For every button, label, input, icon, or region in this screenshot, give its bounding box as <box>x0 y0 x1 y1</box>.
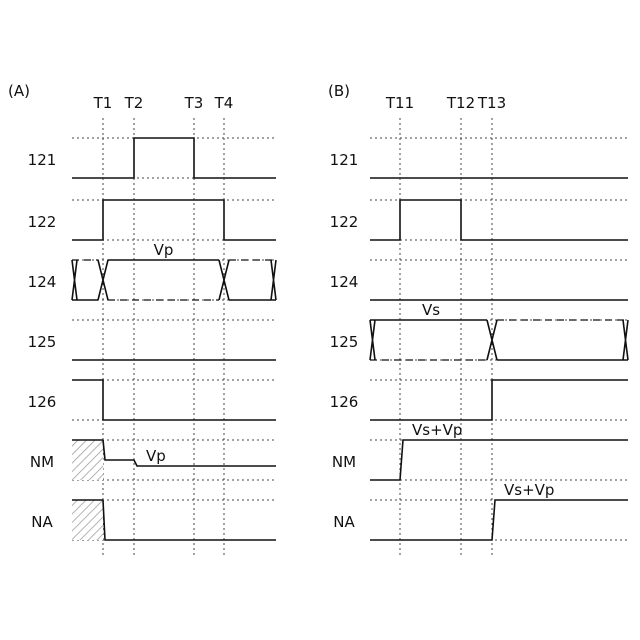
signal-label: 126 <box>330 393 359 411</box>
signal-label: 125 <box>28 333 57 351</box>
panel-label: (A) <box>8 82 30 100</box>
panel-a: (A)T1T2T3T4121122124Vp125126NMVpNA <box>8 82 276 556</box>
signal-label: 124 <box>28 273 57 291</box>
signal-label: 124 <box>330 273 359 291</box>
analog-waveform <box>370 500 628 540</box>
time-label-t4: T4 <box>214 94 234 112</box>
signal-label: 122 <box>28 213 57 231</box>
time-label-t1: T1 <box>93 94 113 112</box>
signal-row-125: 125 <box>28 320 276 360</box>
voltage-label: Vs+Vp <box>504 481 554 499</box>
signal-row-121: 121 <box>28 138 276 178</box>
bus-crossover <box>72 260 77 300</box>
time-label-t3: T3 <box>184 94 204 112</box>
signal-row-122: 122 <box>330 200 628 240</box>
signal-row-121: 121 <box>330 138 628 178</box>
time-label-t13: T13 <box>477 94 506 112</box>
signal-waveform <box>72 200 276 240</box>
signal-row-124: 124 Vp <box>28 241 276 300</box>
voltage-label: Vs+Vp <box>412 421 462 439</box>
voltage-label: Vp <box>146 447 166 465</box>
panel-b: (B) T11 T12T13 121 122 124 125 Vs 126NM Vs+VpNA Vs… <box>328 82 628 556</box>
panel-label: (B) <box>328 82 350 100</box>
analog-waveform <box>370 440 628 480</box>
signal-label: 121 <box>28 151 57 169</box>
time-label-t2: T2 <box>124 94 144 112</box>
signal-row-124: 124 <box>330 260 628 300</box>
analog-waveform <box>103 440 276 466</box>
signal-label: NA <box>31 513 53 531</box>
signal-row-126: 126 <box>28 380 276 420</box>
signal-row-nm: NM Vs+Vp <box>332 421 628 480</box>
signal-row-126: 126 <box>330 380 628 420</box>
bus-value-label: Vs <box>422 301 440 319</box>
bus-crossover <box>271 260 276 300</box>
time-label-t11: T11 <box>385 94 414 112</box>
signal-label: NA <box>333 513 355 531</box>
bus-crossover <box>623 320 628 360</box>
signal-label: 125 <box>330 333 359 351</box>
bus-value-label: Vp <box>154 241 174 259</box>
signal-row-na: NA <box>31 500 276 540</box>
bus-crossover <box>370 320 375 360</box>
signal-label: 121 <box>330 151 359 169</box>
signal-row-nm: NM Vp <box>30 440 276 480</box>
signal-waveform <box>370 380 628 420</box>
time-label-t12: T12 <box>446 94 475 112</box>
signal-row-122: 122 <box>28 200 276 240</box>
signal-label: 126 <box>28 393 57 411</box>
signal-row-na: NA Vs+Vp <box>333 481 628 540</box>
signal-label: 122 <box>330 213 359 231</box>
signal-label: NM <box>332 453 356 471</box>
signal-label: NM <box>30 453 54 471</box>
signal-waveform <box>72 380 276 420</box>
signal-waveform <box>370 200 628 240</box>
undefined-state-hatch <box>72 440 103 480</box>
signal-row-125: 125 Vs <box>330 301 628 360</box>
analog-waveform <box>103 500 276 540</box>
undefined-state-hatch <box>72 500 103 540</box>
